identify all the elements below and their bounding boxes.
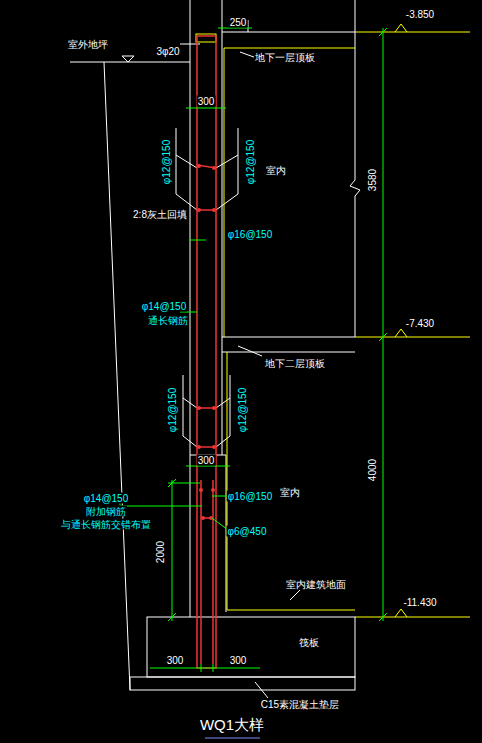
- drawing-label: 2:8灰土回填: [132, 209, 188, 220]
- rebar-label: φ14@150: [141, 301, 187, 312]
- rebar-label: φ12@150: [167, 387, 178, 433]
- drawing-label: 室外地坪: [67, 39, 109, 50]
- rebar-label: 与通长钢筋交错布置: [60, 519, 152, 530]
- rebar-label: φ12@150: [245, 139, 256, 185]
- drawing-label: 3φ20: [155, 46, 180, 57]
- drawing-label: 地下二层顶板: [264, 358, 326, 369]
- rebar-label: φ12@150: [237, 387, 248, 433]
- drawing-label: -11.430: [402, 597, 437, 608]
- rebar-label: 通长钢筋: [147, 315, 189, 326]
- drawing-label: 300: [229, 655, 248, 666]
- drawing-label: 2000: [155, 540, 166, 564]
- rebar-label: φ16@150: [227, 491, 273, 502]
- raft-label: 筏板: [299, 637, 319, 648]
- drawing-label: 室内: [279, 487, 301, 498]
- rebar-label: φ6@450: [227, 526, 268, 537]
- drawing-label: 地下一层顶板: [254, 52, 316, 63]
- drawing-label: 4000: [367, 458, 378, 482]
- rebar-label: φ16@150: [227, 229, 273, 240]
- raft-slab: 筏板: [148, 618, 354, 676]
- drawing-label: 3580: [367, 168, 378, 192]
- drawing-label: 室内: [265, 165, 287, 176]
- drawing-label: 300: [166, 655, 185, 666]
- drawing-label: 室内建筑地面: [285, 579, 347, 590]
- drawing-label: 300: [197, 96, 216, 107]
- drawing-label: -3.850: [405, 9, 435, 20]
- drawing-label: C15素混凝土垫层: [260, 699, 340, 710]
- drawing-label: 250: [229, 17, 248, 28]
- drawing-label: 300: [197, 455, 216, 466]
- drawing-title: WQ1大样: [200, 716, 264, 735]
- rebar-label: 附加钢筋: [85, 506, 127, 517]
- drawing-label: -7.430: [405, 318, 435, 329]
- rebar-label: φ12@150: [161, 139, 172, 185]
- rebar-label: φ14@150: [83, 493, 129, 504]
